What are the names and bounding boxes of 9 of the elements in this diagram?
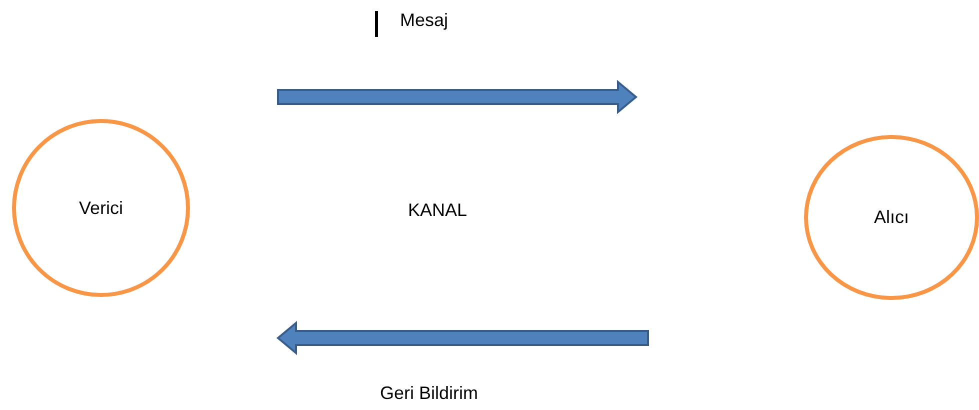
node-label: Verici bbox=[78, 198, 123, 218]
block-arrow bbox=[277, 80, 638, 114]
edge-label: Mesaj bbox=[400, 10, 448, 31]
circle-node bbox=[12, 119, 190, 297]
block-arrow bbox=[276, 320, 649, 356]
node-label: Alıcı bbox=[874, 207, 909, 228]
edge-label: Geri Bildirim bbox=[380, 383, 478, 404]
circle-node bbox=[804, 135, 979, 300]
channel-label: KANAL bbox=[408, 200, 468, 221]
